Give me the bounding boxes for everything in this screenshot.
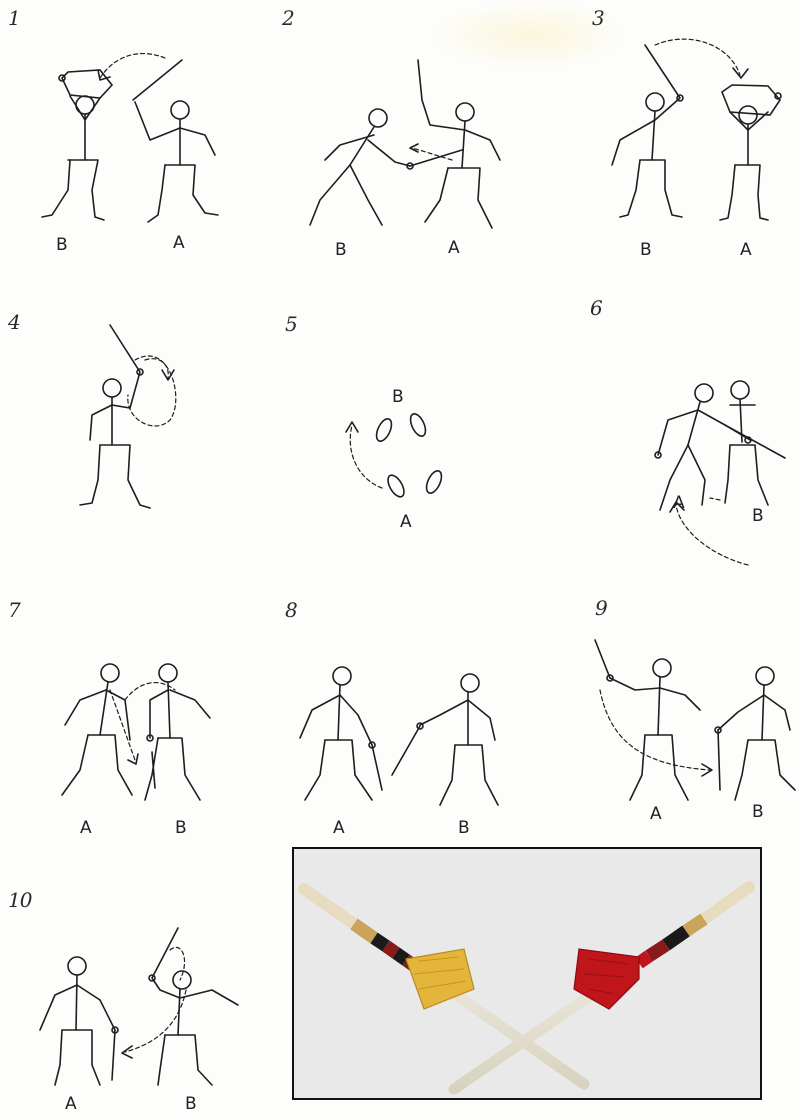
stick-yellow <box>304 889 584 1084</box>
label-a: A <box>650 804 662 824</box>
sticks-photo <box>292 847 762 1100</box>
panel-10-drawing <box>0 0 290 1119</box>
label-b: B <box>752 802 764 822</box>
crossed-sticks-image <box>294 849 760 1098</box>
label-b: B <box>185 1094 197 1114</box>
stick-red <box>454 887 749 1089</box>
label-a: A <box>65 1094 77 1114</box>
